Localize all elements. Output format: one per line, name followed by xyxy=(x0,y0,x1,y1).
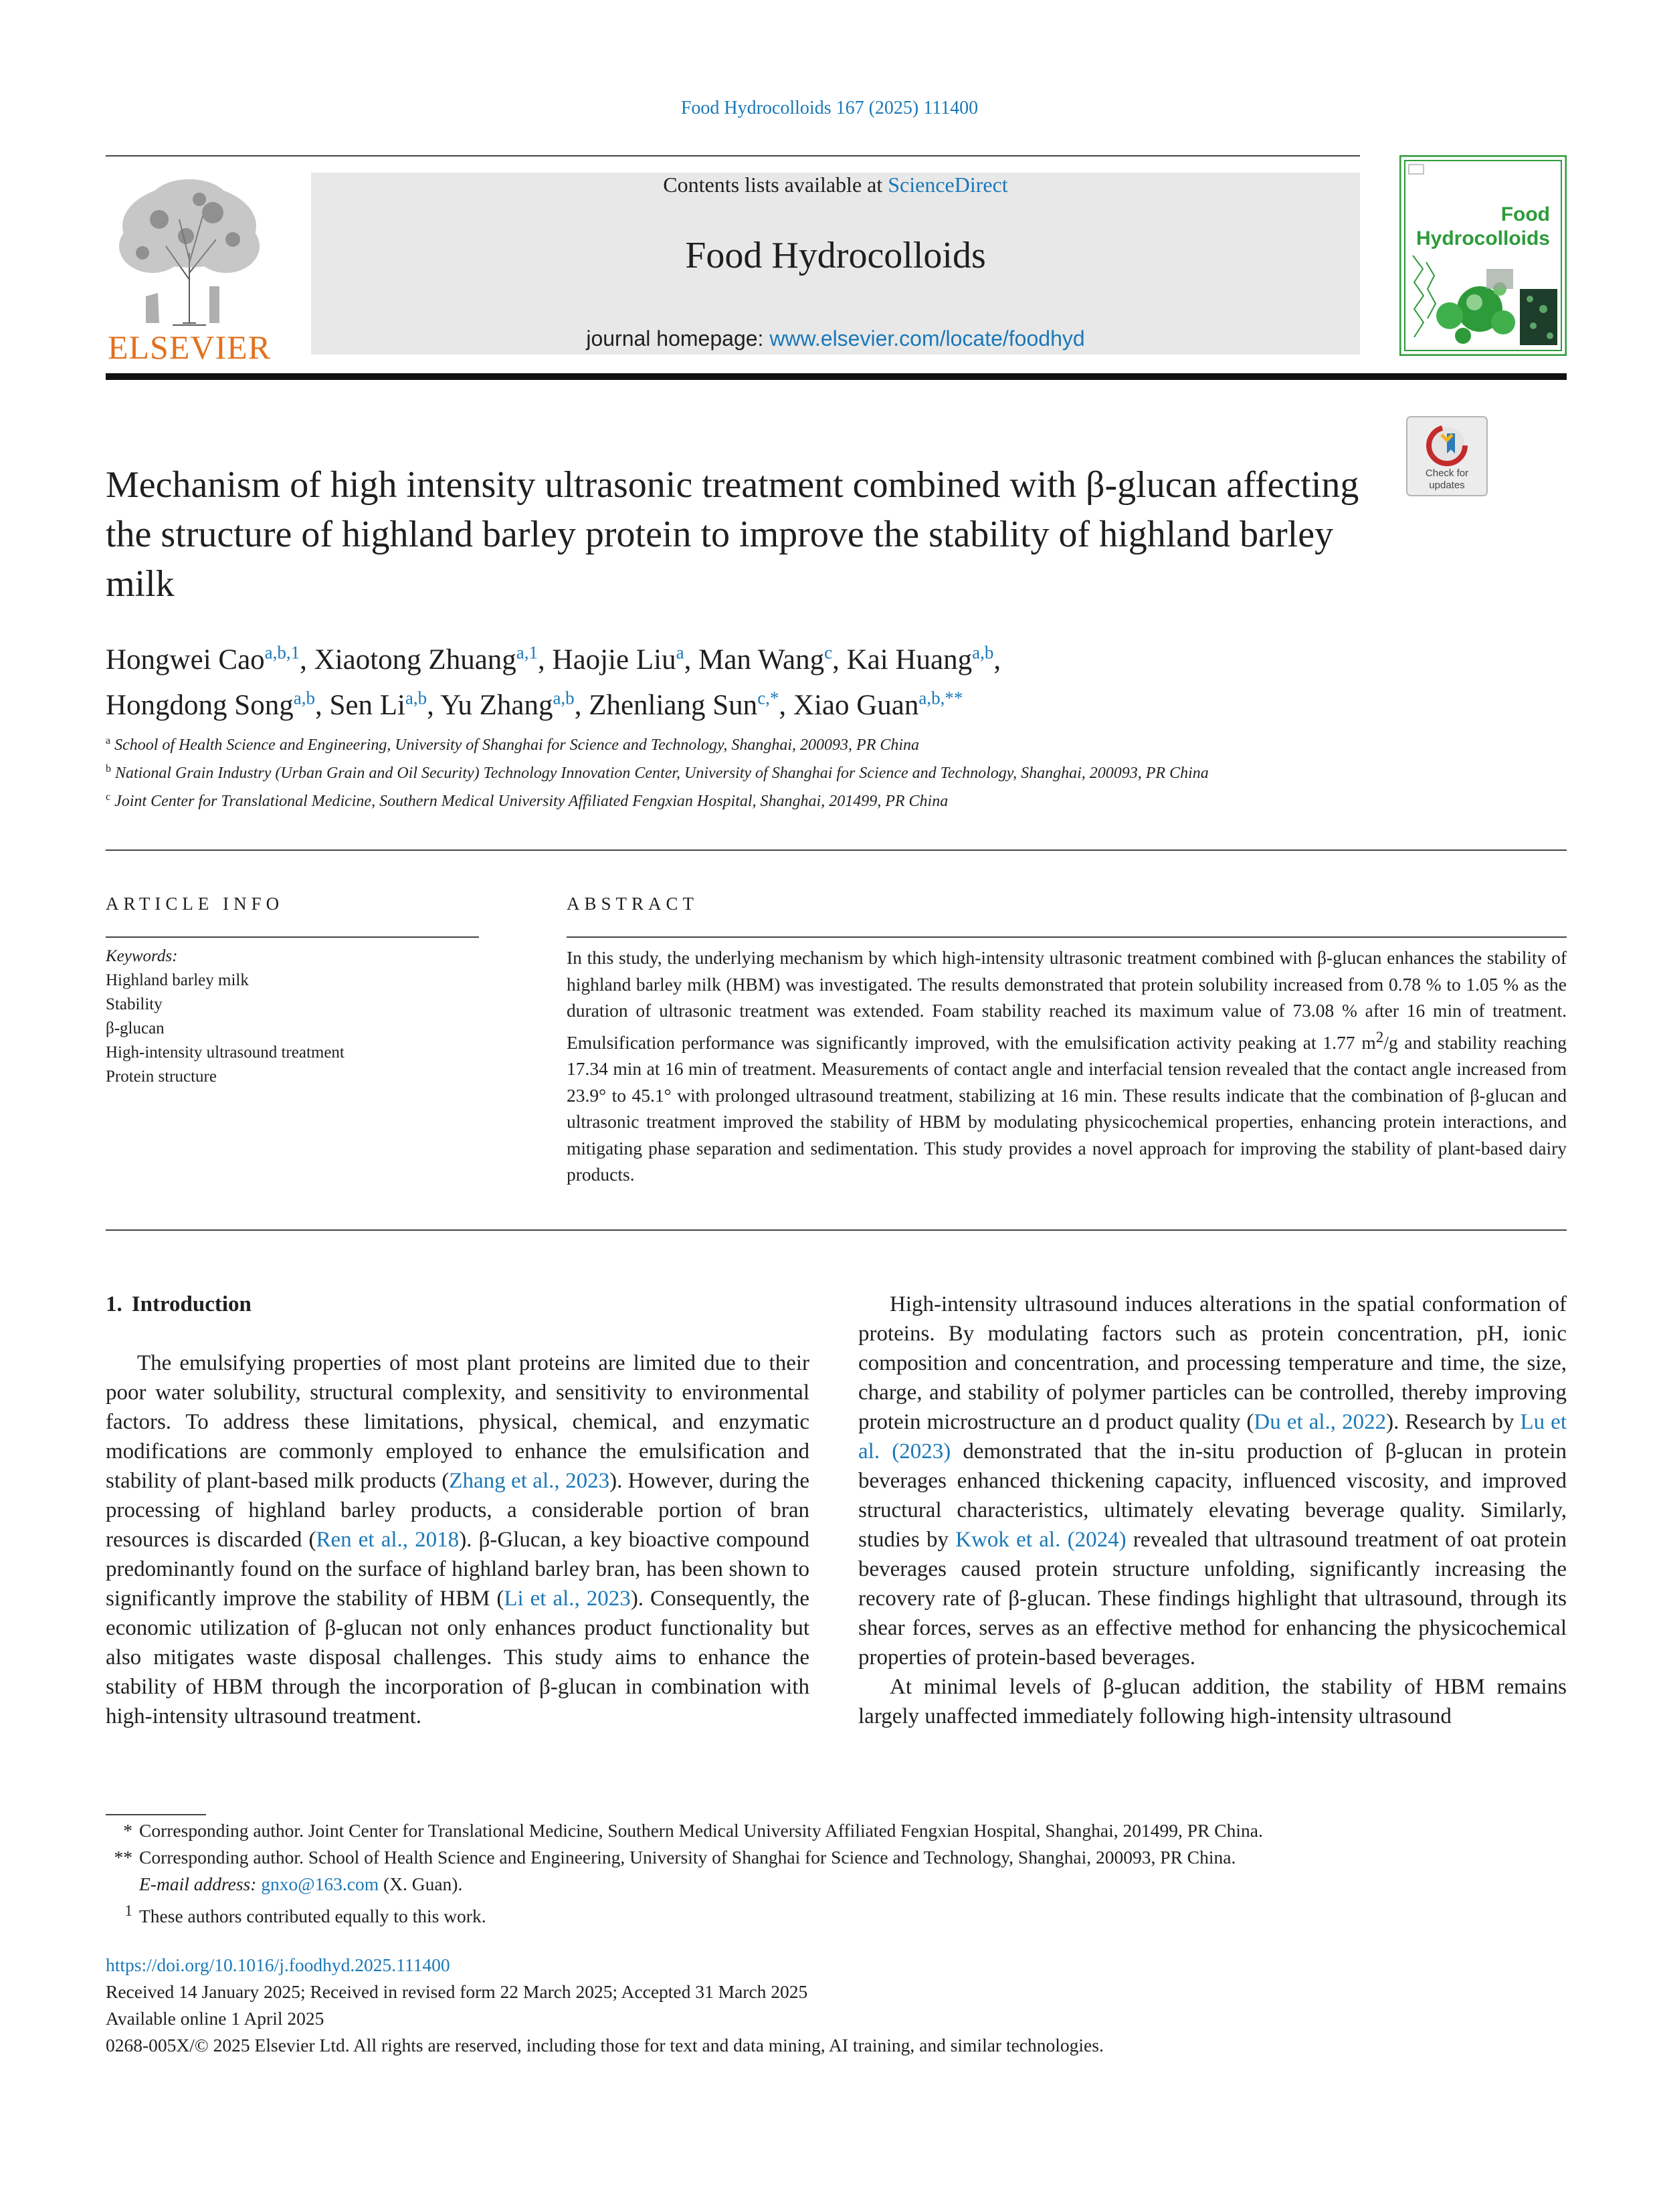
check-for-updates-button[interactable]: Check for updates xyxy=(1406,416,1488,496)
footnotes: *Corresponding author. Joint Center for … xyxy=(106,1817,1567,1930)
citation-link[interactable]: Lu et al. (2023) xyxy=(858,1410,1567,1464)
publication-info: https://doi.org/10.1016/j.foodhyd.2025.1… xyxy=(106,1952,1567,2059)
masthead-top-rule xyxy=(106,155,1360,157)
copyright-notice: 0268-005X/© 2025 Elsevier Ltd. All right… xyxy=(106,2035,1104,2055)
cover-title-line1: Food xyxy=(1501,203,1550,225)
check-updates-line1: Check for xyxy=(1426,468,1468,479)
citation-link[interactable]: Li et al., 2023 xyxy=(504,1587,631,1611)
abstract-heading: ABSTRACT xyxy=(567,894,699,914)
masthead-bottom-rule xyxy=(106,373,1567,380)
footnote-corresponding-1: *Corresponding author. Joint Center for … xyxy=(123,1820,1263,1841)
author[interactable]: Sen Lia,b, xyxy=(329,688,441,721)
affiliation-b: b National Grain Industry (Urban Grain a… xyxy=(106,763,1209,782)
abstract-text: In this study, the underlying mechanism … xyxy=(567,947,1567,1185)
keyword: Protein structure xyxy=(106,1068,217,1086)
author[interactable]: Xiaotong Zhuanga,1, xyxy=(314,643,553,676)
contents-prefix: Contents lists available at xyxy=(663,173,888,197)
available-online-date: Available online 1 April 2025 xyxy=(106,2008,324,2029)
abstract-rule xyxy=(567,936,1567,938)
journal-cover-image[interactable]: Food Hydrocolloids xyxy=(1399,155,1567,357)
body-paragraph: At minimal levels of β-glucan addition, … xyxy=(858,1675,1567,1728)
author[interactable]: Kai Huanga,b, xyxy=(846,643,1001,676)
author-list: Hongwei Caoa,b,1, Xiaotong Zhuanga,1, Ha… xyxy=(106,634,1377,724)
email-link[interactable]: gnxo@163.com xyxy=(261,1874,379,1894)
author[interactable]: Haojie Liua, xyxy=(552,643,699,676)
journal-citation-link[interactable]: Food Hydrocolloids 167 (2025) 111400 xyxy=(680,98,979,118)
author[interactable]: Hongdong Songa,b, xyxy=(106,688,330,721)
affiliations: a School of Health Science and Engineeri… xyxy=(106,729,1377,813)
body-paragraph: The emulsifying properties of most plant… xyxy=(106,1351,810,1728)
keyword: Highland barley milk xyxy=(106,971,249,989)
contents-available-line: Contents lists available at ScienceDirec… xyxy=(311,173,1360,197)
citation-link[interactable]: Kwok et al. (2024) xyxy=(955,1528,1127,1552)
article-info-rule xyxy=(106,936,479,938)
author[interactable]: Zhenliang Sunc,*, xyxy=(589,688,793,721)
body-paragraph: High-intensity ultrasound induces altera… xyxy=(858,1292,1567,1670)
affiliation-c: c Joint Center for Translational Medicin… xyxy=(106,791,949,810)
elsevier-tree-icon xyxy=(119,179,260,326)
masthead-band xyxy=(311,173,1360,355)
keywords-label: Keywords: xyxy=(106,947,178,965)
doi-link[interactable]: https://doi.org/10.1016/j.foodhyd.2025.1… xyxy=(106,1954,450,1975)
footnote-email: E-mail address: gnxo@163.com (X. Guan). xyxy=(139,1874,463,1894)
article-info-heading: ARTICLE INFO xyxy=(106,894,284,914)
check-updates-line2: updates xyxy=(1429,480,1464,491)
citation-link[interactable]: Ren et al., 2018 xyxy=(316,1528,460,1552)
citation-link[interactable]: Zhang et al., 2023 xyxy=(449,1469,610,1493)
affiliations-rule xyxy=(106,849,1567,851)
journal-homepage-line: journal homepage: www.elsevier.com/locat… xyxy=(311,326,1360,351)
keyword: High-intensity ultrasound treatment xyxy=(106,1043,345,1062)
author[interactable]: Hongwei Caoa,b,1, xyxy=(106,643,314,676)
cover-title-line2: Hydrocolloids xyxy=(1416,227,1550,249)
keyword: β-glucan xyxy=(106,1019,165,1037)
affiliation-a: a School of Health Science and Engineeri… xyxy=(106,735,920,754)
abstract-bottom-rule xyxy=(106,1229,1567,1231)
article-title: Mechanism of high intensity ultrasonic t… xyxy=(106,464,1359,605)
keyword: Stability xyxy=(106,995,163,1013)
elsevier-wordmark: ELSEVIER xyxy=(107,328,272,366)
author[interactable]: Xiao Guana,b,** xyxy=(793,688,963,721)
author[interactable]: Man Wangc, xyxy=(698,643,847,676)
footnote-rule xyxy=(106,1814,206,1815)
body-right-column: High-intensity ultrasound induces altera… xyxy=(858,1290,1567,1731)
journal-name: Food Hydrocolloids xyxy=(685,235,986,276)
received-dates: Received 14 January 2025; Received in re… xyxy=(106,1981,808,2002)
author[interactable]: Yu Zhanga,b, xyxy=(440,688,589,721)
section-heading-introduction: 1.Introduction xyxy=(106,1292,252,1316)
homepage-prefix: journal homepage: xyxy=(586,326,770,350)
footnote-corresponding-2: **Corresponding author. School of Health… xyxy=(114,1847,1236,1868)
body-left-column: 1.Introduction The emulsifying propertie… xyxy=(106,1290,809,1731)
sciencedirect-link[interactable]: ScienceDirect xyxy=(888,173,1008,197)
elsevier-logo[interactable]: ELSEVIER xyxy=(106,173,273,367)
keywords-block: Keywords: Highland barley milk Stability… xyxy=(106,944,479,1089)
journal-homepage-link[interactable]: www.elsevier.com/locate/foodhyd xyxy=(769,326,1085,350)
citation-link[interactable]: Du et al., 2022 xyxy=(1254,1410,1387,1434)
